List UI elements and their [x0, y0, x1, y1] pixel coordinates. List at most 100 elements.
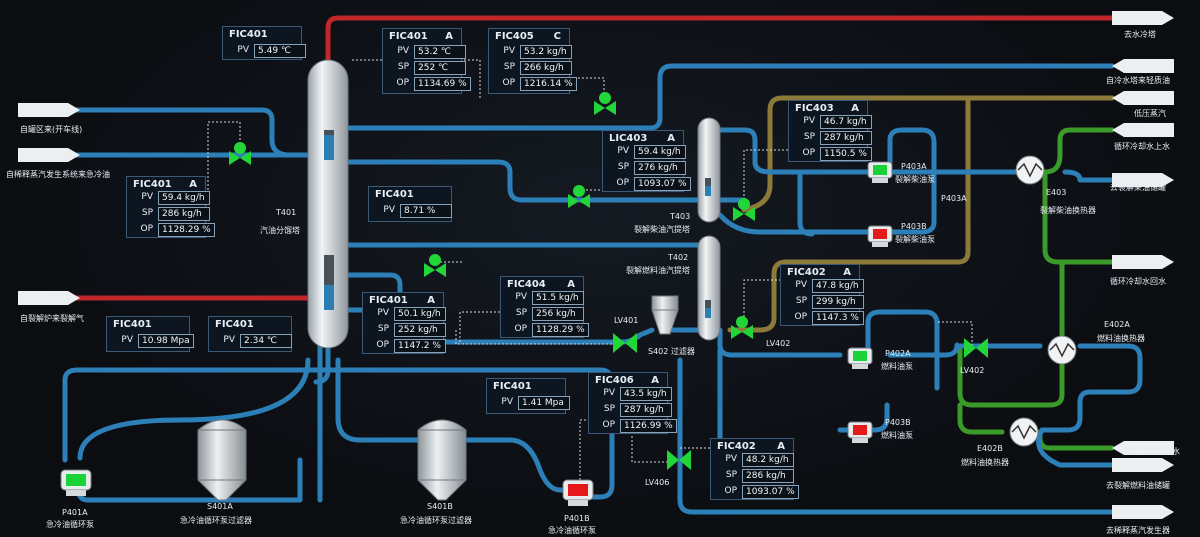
- heat-exchanger-e402a-tag: E402A: [1104, 320, 1130, 329]
- op-value[interactable]: 1093.07 %: [634, 177, 691, 191]
- pipe-hot-top: [325, 15, 1115, 73]
- pv-value: 1.41 Mpa: [518, 396, 570, 410]
- stream-label-out6: 循环冷却水回水: [1110, 277, 1166, 286]
- faceplate-tag: LIC403: [609, 133, 648, 144]
- sp-label: SP: [795, 296, 807, 306]
- sp-value[interactable]: 252 ℃: [414, 61, 466, 75]
- column-t401[interactable]: [307, 59, 349, 349]
- filter-s401a[interactable]: [197, 419, 247, 501]
- faceplate-tag: FIC401: [229, 29, 268, 40]
- stream-label-out9: 去稀释蒸汽发生器: [1106, 526, 1170, 535]
- op-label: OP: [502, 78, 515, 88]
- pv-label: PV: [397, 46, 409, 56]
- sp-label: SP: [617, 162, 629, 172]
- control-valve-lic403[interactable]: [566, 185, 592, 209]
- pv-label: PV: [237, 45, 249, 55]
- heat-exchanger-e403[interactable]: [1015, 155, 1045, 185]
- sp-label: SP: [377, 324, 389, 334]
- op-value[interactable]: 1216.14 %: [520, 77, 577, 91]
- control-valve-fic401-feed[interactable]: [227, 142, 253, 166]
- pump-icon: [60, 469, 92, 496]
- sp-value[interactable]: 286 kg/h: [158, 207, 210, 221]
- pump-p403b-fuel-tag: P403B: [885, 418, 911, 427]
- op-value[interactable]: 1147.3 %: [812, 311, 864, 325]
- outlet-arrow-1: [1112, 11, 1174, 25]
- op-value[interactable]: 1134.69 %: [414, 77, 471, 91]
- pump-p403a[interactable]: [864, 158, 896, 186]
- faceplate-tag: FIC402: [717, 441, 756, 452]
- control-valve-lv401[interactable]: [612, 331, 638, 355]
- op-value[interactable]: 1128.29 %: [158, 223, 215, 237]
- column-t402-name: 裂解燃料油汽提塔: [626, 266, 690, 275]
- sp-value[interactable]: 266 kg/h: [520, 61, 572, 75]
- control-valve-lv406[interactable]: [666, 448, 692, 472]
- pump-p401a[interactable]: [56, 466, 96, 500]
- control-valve-fic403[interactable]: [731, 198, 757, 222]
- sp-value[interactable]: 286 kg/h: [742, 469, 794, 483]
- filter-s401b[interactable]: [417, 419, 467, 501]
- pv-value: 53.2 kg/h: [520, 45, 572, 59]
- faceplate-tag: FIC406: [595, 375, 634, 386]
- control-valve-lv402-a[interactable]: [729, 316, 755, 340]
- pump-p402a[interactable]: [844, 344, 876, 372]
- pump-p403b-name: 裂解柴油泵: [895, 235, 935, 244]
- valve-icon: [229, 142, 251, 165]
- faceplate-mode: A: [427, 295, 435, 306]
- faceplate-tag: FIC401: [493, 381, 532, 392]
- column-t403-tag: T403: [670, 212, 691, 221]
- faceplate-p1[interactable]: FIC401 PV 5.49 ℃: [222, 26, 306, 60]
- faceplate-mode: A: [567, 279, 575, 290]
- sp-value[interactable]: 276 kg/h: [634, 161, 686, 175]
- op-value[interactable]: 1150.5 %: [820, 147, 872, 161]
- column-t402[interactable]: [697, 235, 721, 341]
- heat-exchanger-e402a-name: 燃料油换热器: [1097, 334, 1145, 343]
- heat-exchanger-e402b[interactable]: [1009, 417, 1039, 447]
- control-valve-fic405[interactable]: [592, 92, 618, 116]
- op-value[interactable]: 1093.07 %: [742, 485, 799, 499]
- valve-icon: [667, 450, 691, 470]
- op-value[interactable]: 1128.29 %: [532, 323, 589, 337]
- column-t403[interactable]: [697, 117, 721, 223]
- pump-p401b[interactable]: [558, 476, 598, 510]
- filter-s401b-name: 急冷油循环泵过滤器: [400, 516, 472, 525]
- sp-value[interactable]: 287 kg/h: [820, 131, 872, 145]
- sp-value[interactable]: 299 kg/h: [812, 295, 864, 309]
- op-value[interactable]: 1126.99 %: [620, 419, 677, 433]
- pv-value: 5.49 ℃: [254, 44, 306, 58]
- sp-value[interactable]: 256 kg/h: [532, 307, 584, 321]
- outlet-arrow-7: [1112, 441, 1174, 455]
- strainer-s402[interactable]: [651, 295, 679, 335]
- pump-p403b-tag: P403B: [901, 222, 927, 231]
- faceplate-tag: FIC401: [133, 179, 172, 190]
- pipe-water-6: [957, 402, 1005, 435]
- heat-exchanger-e402a[interactable]: [1047, 335, 1077, 365]
- control-valve-fic404[interactable]: [422, 254, 448, 278]
- valve-icon: [731, 316, 753, 339]
- faceplate-mode: A: [189, 179, 197, 190]
- op-label: OP: [396, 78, 409, 88]
- sp-value[interactable]: 287 kg/h: [620, 403, 672, 417]
- column-t401-tag: T401: [276, 208, 297, 217]
- pv-value: 43.5 kg/h: [620, 387, 672, 401]
- op-value[interactable]: 1147.2 %: [394, 339, 446, 353]
- control-valve-lv402-b[interactable]: [963, 336, 989, 360]
- pump-p403b[interactable]: [864, 222, 896, 250]
- sp-value[interactable]: 252 kg/h: [394, 323, 446, 337]
- filter-s401a-name: 急冷油循环泵过滤器: [180, 516, 252, 525]
- pv-value: 59.4 kg/h: [158, 191, 210, 205]
- pump-p403b-fuel[interactable]: [844, 418, 876, 446]
